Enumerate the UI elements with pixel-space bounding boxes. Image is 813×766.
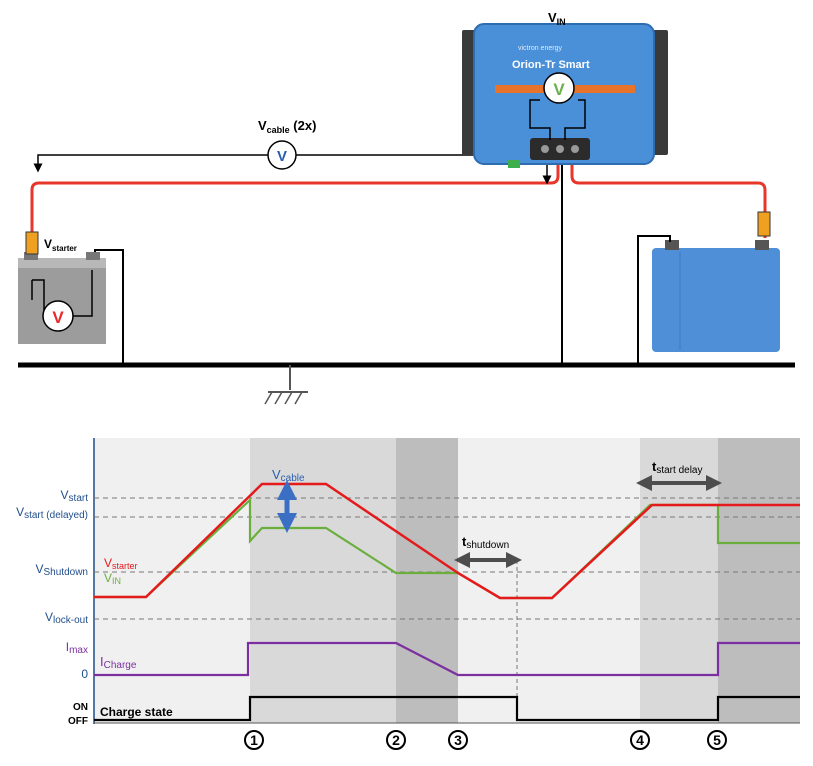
series-charge-state-line: [94, 695, 800, 722]
positive-cable: [30, 160, 767, 238]
marker-4-label: 4: [636, 732, 644, 748]
series-vstarter-line: [94, 482, 800, 600]
converter-name: Orion-Tr Smart: [512, 59, 590, 71]
band-shutdown: [396, 438, 458, 723]
y-label-off: OFF: [68, 716, 88, 727]
band-charging-2: [718, 438, 800, 723]
marker-3: 3: [448, 730, 468, 750]
schematic: V Vcable (2x) victron energy Orion-Tr Sm…: [18, 10, 795, 405]
tshutdown-annotation: tshutdown: [462, 534, 509, 551]
timing-chart: Vstart Vstart (delayed) VShutdown Vlock-…: [16, 438, 800, 750]
vcable-label: Vcable (2x): [258, 118, 316, 135]
vcable-annotation: Vcable: [272, 467, 305, 484]
ground-symbol-icon: [264, 365, 308, 405]
marker-5: 5: [707, 730, 727, 750]
vin-voltmeter-icon: [543, 72, 575, 104]
service-ground-wire: [637, 235, 671, 365]
vcable-voltmeter-icon: [267, 140, 297, 170]
band-start-delay: [640, 438, 718, 723]
series-label-vin: VIN: [104, 571, 121, 586]
marker-2-label: 2: [392, 732, 400, 748]
marker-2: 2: [386, 730, 406, 750]
vin-sense-wires: [529, 99, 586, 140]
series-label-charge-state: Charge state: [100, 705, 173, 719]
y-label-imax: Imax: [66, 640, 88, 656]
y-label-on: ON: [73, 702, 88, 713]
vstarter-voltmeter-symbol: V: [52, 308, 64, 327]
starter-fuse-icon: [25, 231, 39, 255]
vstarter-voltmeter-icon: [42, 300, 74, 332]
tstart-delay-annotation: tstart delay: [652, 459, 702, 476]
service-fuse-icon: [757, 211, 771, 237]
vin-voltmeter-symbol: V: [553, 80, 565, 99]
marker-3-label: 3: [454, 732, 462, 748]
marker-1-label: 1: [250, 732, 258, 748]
band-charging-1: [250, 438, 396, 723]
y-label-vshutdown: VShutdown: [36, 562, 89, 578]
marker-1: 1: [244, 730, 264, 750]
vstarter-label: Vstarter: [44, 237, 77, 253]
marker-4: 4: [630, 730, 650, 750]
y-label-vlockout: Vlock-out: [45, 610, 88, 626]
marker-5-label: 5: [713, 732, 721, 748]
y-label-zero: 0: [81, 667, 88, 681]
starter-sense-wires: [31, 270, 93, 317]
y-label-vstart: Vstart: [61, 488, 89, 504]
starter-ground-wire: [94, 249, 124, 365]
converter-brand: victron energy: [518, 45, 562, 52]
series-icharge-line: [94, 641, 800, 677]
service-battery: [652, 240, 780, 352]
series-label-icharge: ICharge: [100, 654, 137, 671]
y-label-vstart-delayed: Vstart (delayed): [16, 505, 88, 521]
series-label-vstarter: Vstarter: [104, 556, 138, 571]
vin-label: VIN: [548, 10, 566, 27]
vcable-voltmeter-symbol: V: [277, 148, 287, 165]
